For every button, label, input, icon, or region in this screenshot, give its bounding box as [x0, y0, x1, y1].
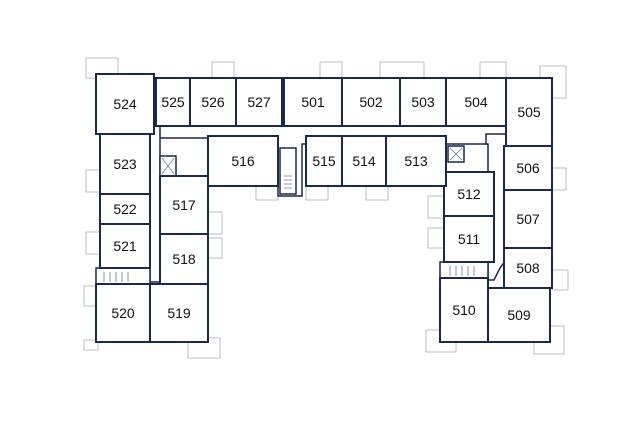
balcony — [319, 61, 343, 79]
balcony — [83, 339, 99, 351]
unit-outline[interactable] — [95, 283, 151, 343]
unit-outline[interactable] — [487, 287, 551, 343]
unit-516[interactable]: 516 — [207, 135, 279, 187]
unit-outline[interactable] — [155, 77, 191, 127]
unit-outline[interactable] — [305, 135, 343, 187]
stair-treads-center — [284, 175, 292, 189]
unit-outline[interactable] — [503, 189, 553, 249]
stair-treads-west — [103, 272, 129, 282]
balcony — [379, 61, 425, 79]
elevator-x-east — [449, 147, 463, 161]
corridors — [95, 125, 507, 285]
balcony — [479, 61, 507, 79]
unit-519[interactable]: 519 — [149, 283, 209, 343]
unit-512[interactable]: 512 — [443, 171, 495, 217]
balcony — [305, 185, 329, 201]
unit-510[interactable]: 510 — [439, 277, 489, 343]
unit-outline[interactable] — [283, 77, 343, 127]
unit-outline[interactable] — [95, 73, 155, 135]
unit-514[interactable]: 514 — [341, 135, 387, 187]
balcony — [211, 61, 235, 79]
unit-525[interactable]: 525 — [155, 77, 191, 127]
unit-526[interactable]: 526 — [189, 77, 237, 127]
unit-outline[interactable] — [439, 277, 489, 343]
unit-527[interactable]: 527 — [235, 77, 283, 127]
unit-517[interactable]: 517 — [159, 175, 209, 235]
service-core-center — [279, 147, 297, 195]
unit-520[interactable]: 520 — [95, 283, 151, 343]
stair-core-east — [439, 261, 489, 279]
unit-503[interactable]: 503 — [399, 77, 447, 127]
unit-511[interactable]: 511 — [443, 215, 495, 263]
unit-501[interactable]: 501 — [283, 77, 343, 127]
unit-outline[interactable] — [445, 77, 507, 127]
unit-outline[interactable] — [399, 77, 447, 127]
unit-outline[interactable] — [341, 77, 401, 127]
unit-507[interactable]: 507 — [503, 189, 553, 249]
corridor-west — [149, 125, 161, 283]
unit-outline[interactable] — [235, 77, 283, 127]
balcony — [427, 227, 445, 249]
unit-outline[interactable] — [341, 135, 387, 187]
elevator-x-west — [161, 157, 175, 175]
balcony — [427, 195, 445, 219]
unit-outline[interactable] — [99, 133, 151, 195]
unit-505[interactable]: 505 — [505, 77, 553, 147]
unit-outline[interactable] — [149, 283, 209, 343]
unit-outline[interactable] — [503, 247, 553, 289]
unit-515[interactable]: 515 — [305, 135, 343, 187]
unit-outline[interactable] — [159, 233, 209, 285]
balcony — [255, 185, 279, 201]
unit-outline[interactable] — [99, 223, 151, 269]
unit-509[interactable]: 509 — [487, 287, 551, 343]
unit-outline[interactable] — [503, 145, 553, 191]
unit-523[interactable]: 523 — [99, 133, 151, 195]
balcony — [551, 269, 569, 291]
unit-outline[interactable] — [99, 193, 151, 225]
unit-outline[interactable] — [189, 77, 237, 127]
unit-outline[interactable] — [385, 135, 447, 187]
unit-521[interactable]: 521 — [99, 223, 151, 269]
unit-524[interactable]: 524 — [95, 73, 155, 135]
unit-508[interactable]: 508 — [503, 247, 553, 289]
unit-522[interactable]: 522 — [99, 193, 151, 225]
unit-outline[interactable] — [443, 171, 495, 217]
unit-513[interactable]: 513 — [385, 135, 447, 187]
unit-518[interactable]: 518 — [159, 233, 209, 285]
balcony — [365, 185, 389, 201]
unit-outline[interactable] — [505, 77, 553, 147]
unit-outline[interactable] — [443, 215, 495, 263]
unit-outline[interactable] — [207, 135, 279, 187]
unit-502[interactable]: 502 — [341, 77, 401, 127]
unit-506[interactable]: 506 — [503, 145, 553, 191]
unit-504[interactable]: 504 — [445, 77, 507, 127]
stair-treads-east — [449, 266, 475, 276]
unit-outline[interactable] — [159, 175, 209, 235]
